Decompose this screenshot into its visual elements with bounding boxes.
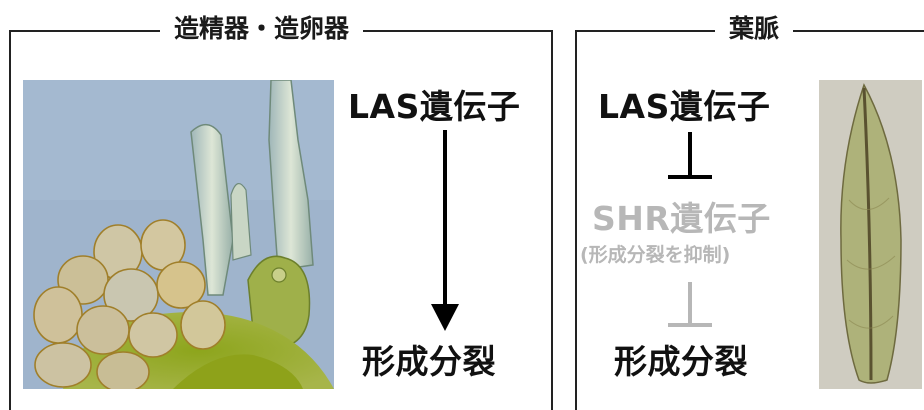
inhibition-symbol-shr-division bbox=[668, 282, 712, 327]
label-las-gene-organs: LAS遺伝子 bbox=[348, 87, 521, 126]
arrow-activation bbox=[431, 130, 459, 331]
panel-title-organs: 造精器・造卵器 bbox=[160, 10, 364, 48]
panel-title-veins: 葉脈 bbox=[715, 10, 794, 48]
inhibition-symbol-las-shr bbox=[668, 132, 712, 179]
label-formative-division-organs: 形成分裂 bbox=[362, 342, 496, 381]
label-shr-note: (形成分裂を抑制) bbox=[580, 244, 731, 266]
photo-moss-leaf bbox=[819, 80, 922, 389]
micrograph-reproductive-organs bbox=[23, 80, 334, 389]
label-las-gene-veins: LAS遺伝子 bbox=[598, 87, 771, 126]
label-shr-gene: SHR遺伝子 bbox=[592, 199, 771, 238]
label-formative-division-veins: 形成分裂 bbox=[614, 342, 748, 381]
